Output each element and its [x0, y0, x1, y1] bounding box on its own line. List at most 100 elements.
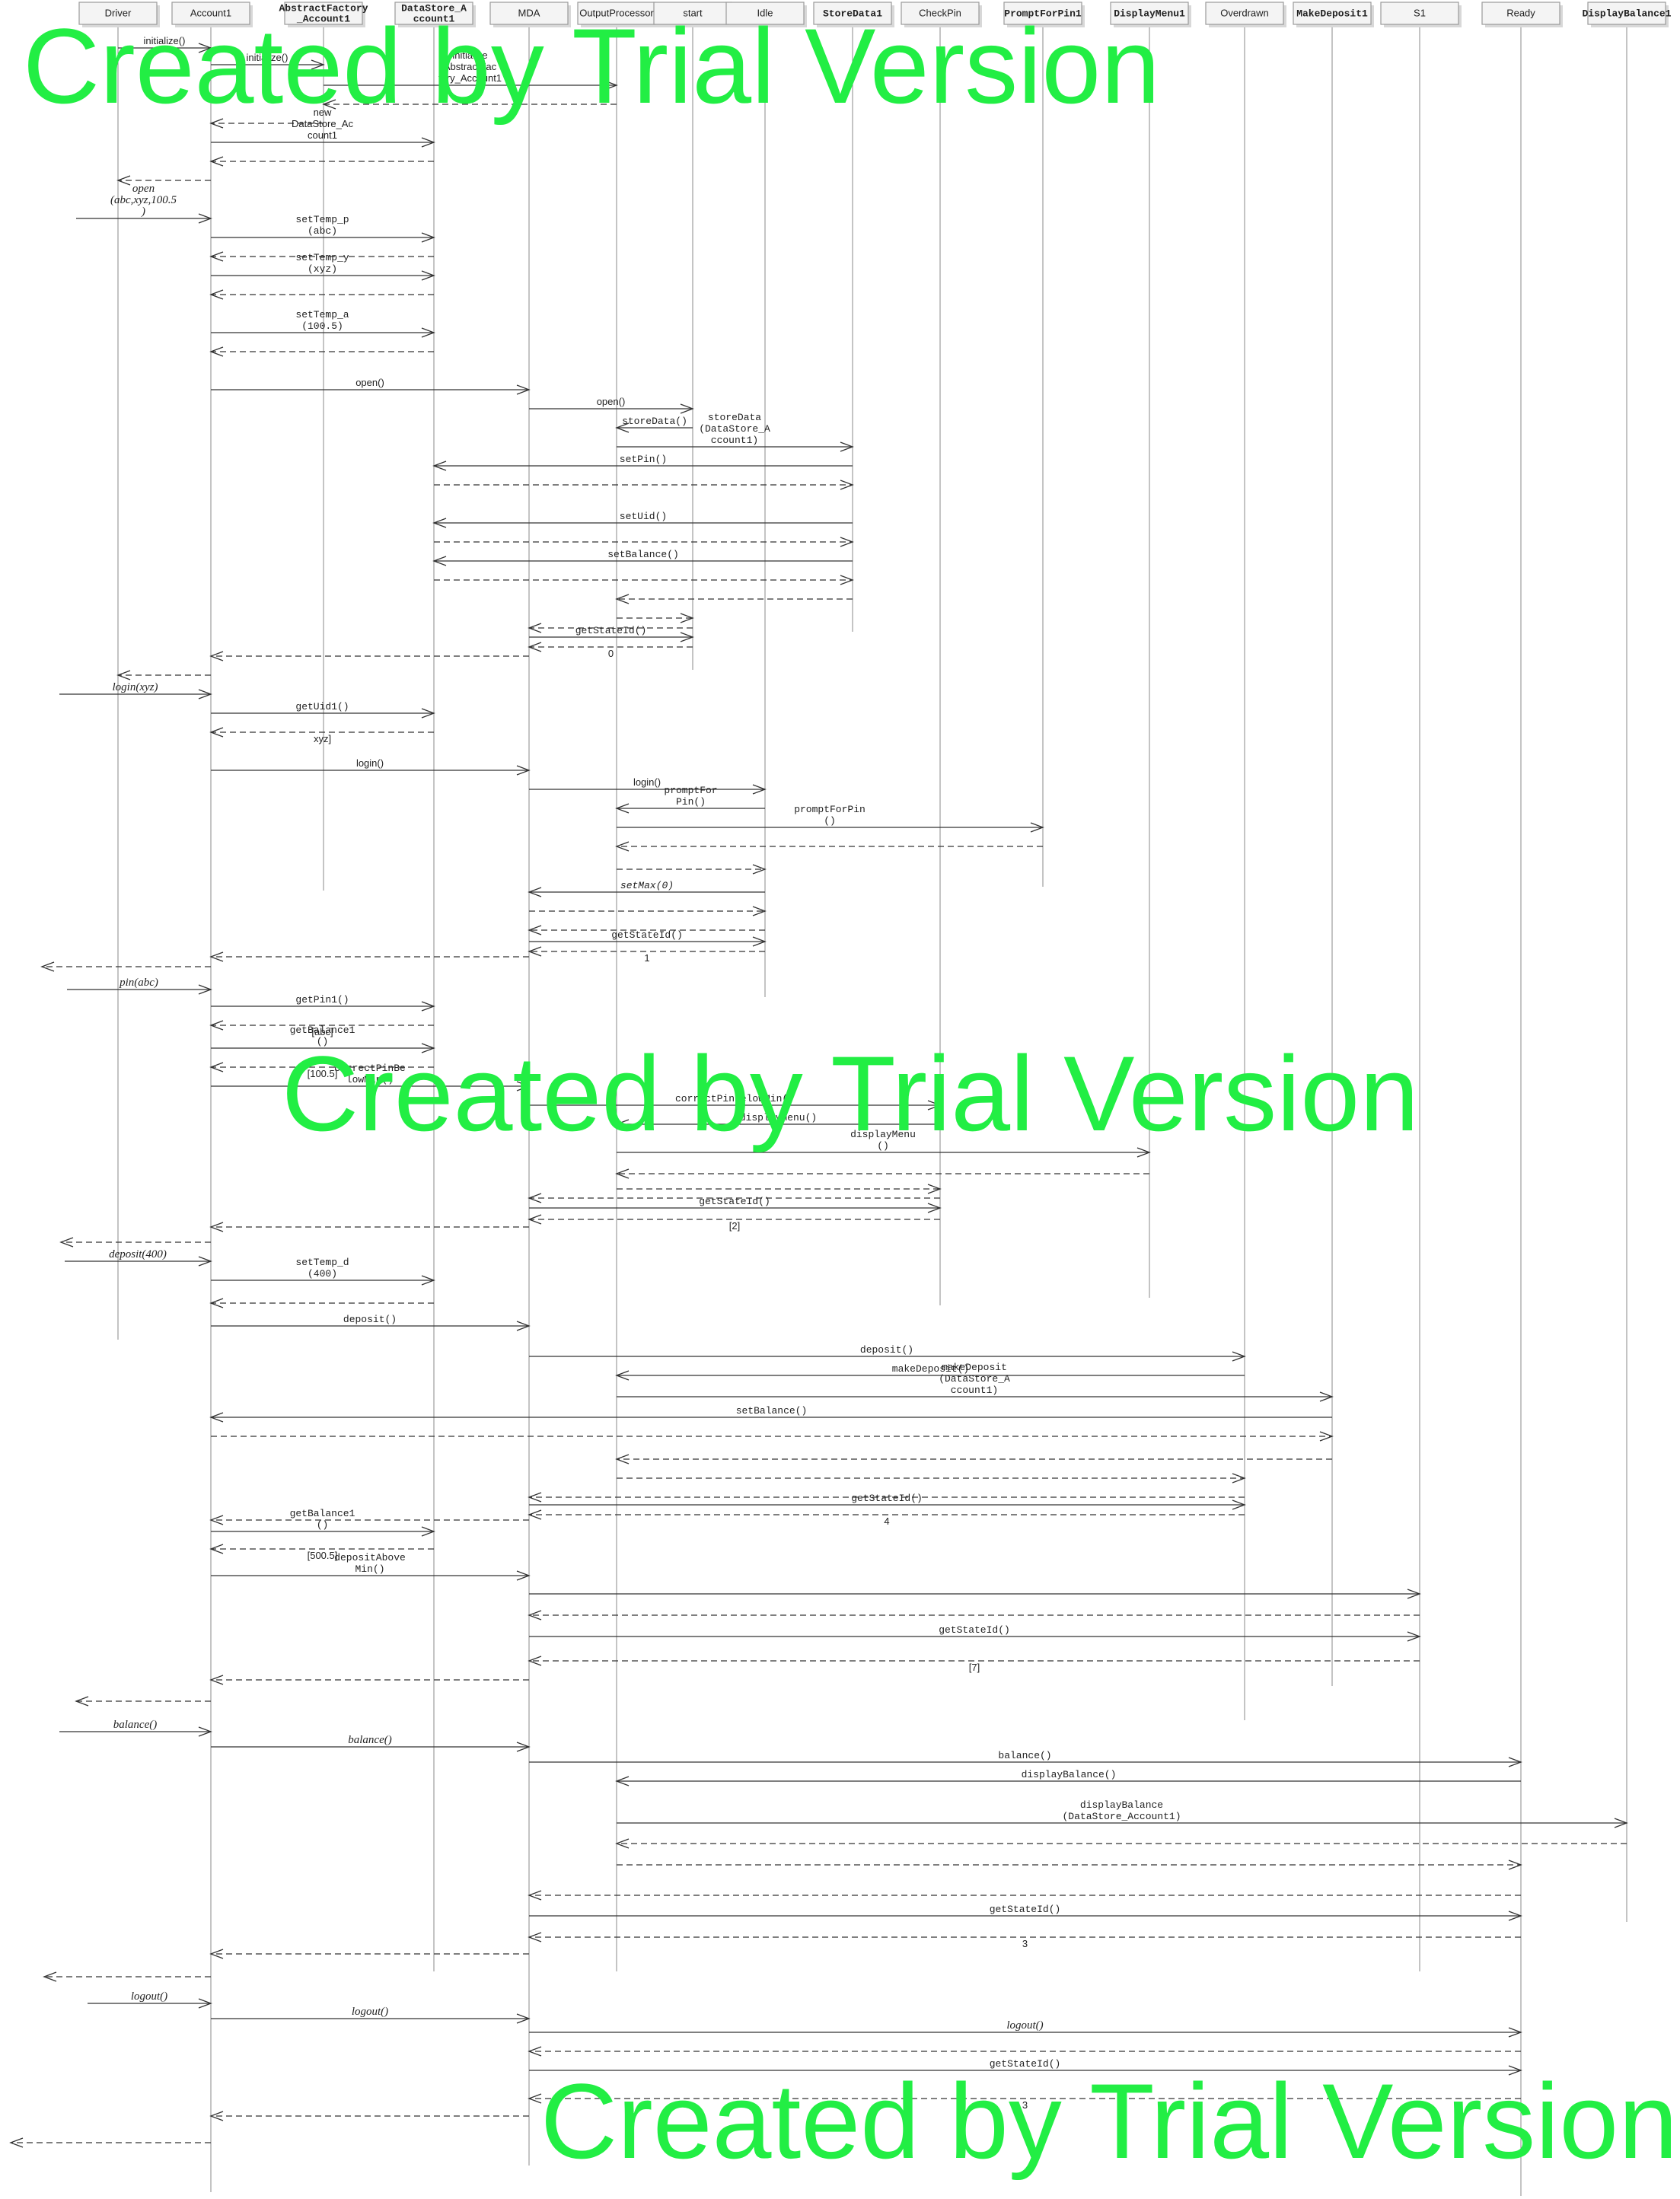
message-label: initialize() — [247, 52, 289, 63]
open-arrow-icon — [615, 1370, 630, 1381]
message-return — [528, 623, 693, 633]
lifeline-promptforpin1: PromptForPin1 — [1003, 2, 1085, 887]
message-call: open() — [211, 377, 531, 395]
lifeline-box[interactable] — [725, 2, 805, 25]
message-label: ccount1) — [711, 435, 758, 446]
message-call: promptForPin() — [615, 785, 765, 814]
message-call: open(abc,xyz,100.5) — [76, 183, 212, 224]
open-arrow-icon — [421, 1043, 435, 1053]
lifeline-box[interactable] — [1003, 2, 1082, 25]
message-label: getBalance1 — [290, 1508, 355, 1519]
lifeline-box[interactable] — [813, 2, 892, 25]
message-return — [211, 1431, 1334, 1442]
lifeline-label: DataStore_A — [401, 3, 467, 14]
lifeline-box[interactable] — [1205, 2, 1284, 25]
message-call: logout() — [529, 2019, 1522, 2038]
message-return — [528, 1890, 1521, 1901]
message-return — [615, 1838, 1627, 1849]
message-label: setTemp_a — [295, 309, 349, 320]
lifeline-box[interactable] — [1293, 2, 1372, 25]
message-return — [209, 651, 529, 661]
lifeline-box[interactable] — [1110, 2, 1189, 25]
open-arrow-icon — [516, 765, 531, 776]
lifeline-abstractfactory: AbstractFactory_Account1 — [279, 2, 368, 891]
message-call: deposit() — [529, 1344, 1246, 1362]
message-label: storeData — [708, 412, 761, 423]
open-arrow-icon — [198, 1256, 212, 1267]
message-label: open — [132, 183, 155, 195]
lifeline-box[interactable] — [653, 2, 732, 25]
open-arrow-icon — [840, 575, 854, 585]
trial-watermark: Created by Trial Version — [540, 2061, 1678, 2181]
open-arrow-icon — [198, 43, 212, 53]
lifeline-box[interactable] — [901, 2, 980, 25]
lifeline-mda: MDA — [489, 2, 571, 2166]
open-arrow-icon — [116, 670, 131, 680]
lifeline-box[interactable] — [1481, 2, 1560, 25]
message-call: logout() — [211, 2006, 531, 2024]
lifeline-box[interactable] — [284, 2, 363, 25]
open-arrow-icon — [9, 2137, 24, 2148]
open-arrow-icon — [209, 727, 224, 738]
message-label: setTemp_p — [295, 214, 349, 225]
open-arrow-icon — [615, 1776, 630, 1786]
message-call: setTemp_p(abc) — [211, 214, 435, 243]
open-arrow-icon — [1232, 1473, 1246, 1484]
lifeline-label: Overdrawn — [1220, 8, 1269, 19]
open-arrow-icon — [209, 156, 224, 167]
message-call: deposit() — [211, 1314, 531, 1331]
lifeline-box[interactable] — [78, 2, 158, 25]
message-return — [528, 925, 765, 935]
message-call: displayMenu() — [615, 1112, 940, 1130]
open-arrow-icon — [209, 1515, 224, 1525]
message-label: displayMenu — [850, 1129, 916, 1140]
message-label: DataStore_Ac — [292, 118, 353, 129]
message-label: [7] — [969, 1662, 980, 1673]
lifeline-label: S1 — [1414, 8, 1426, 19]
message-label: ) — [141, 206, 145, 218]
open-arrow-icon — [528, 1193, 542, 1203]
message-label: displayMenu() — [740, 1112, 817, 1123]
lifeline-s1: S1 — [1380, 2, 1462, 1971]
lifeline-box[interactable] — [394, 2, 473, 25]
message-return — [528, 2046, 1521, 2057]
message-return — [617, 613, 694, 623]
message-call: getStateId() — [529, 1904, 1522, 1921]
message-return — [209, 951, 529, 962]
open-arrow-icon — [615, 1119, 630, 1130]
lifeline-makedeposit1: MakeDeposit1 — [1293, 2, 1374, 1686]
message-label: open() — [355, 377, 384, 388]
lifeline-box[interactable] — [1380, 2, 1459, 25]
open-arrow-icon — [198, 1998, 212, 2009]
trial-watermark: Created by Trial Version — [23, 6, 1160, 126]
message-call: getStateId() — [529, 1624, 1421, 1642]
lifeline-box[interactable] — [1587, 2, 1666, 25]
message-return: 4 — [528, 1509, 1245, 1527]
lifeline-account1: Account1 — [171, 2, 253, 2192]
message-call: getBalance1() — [211, 1025, 435, 1053]
message-call: balance() — [211, 1734, 531, 1752]
message-label: (abc) — [308, 225, 337, 237]
message-return — [116, 670, 211, 680]
message-label: 3 — [1022, 1938, 1028, 1949]
lifeline-box[interactable] — [577, 2, 656, 25]
message-label: (DataStore_Account1) — [1062, 1811, 1181, 1822]
open-arrow-icon — [421, 1526, 435, 1537]
message-label: lowMin() — [346, 1074, 394, 1085]
message-return: 3 — [528, 2093, 1521, 2111]
open-arrow-icon — [322, 99, 336, 110]
lifeline-box[interactable] — [489, 2, 569, 25]
lifeline-ready: Ready — [1481, 2, 1563, 2196]
open-arrow-icon — [209, 251, 224, 262]
message-return — [209, 289, 434, 300]
open-arrow-icon — [680, 632, 694, 642]
message-return — [209, 118, 324, 129]
open-arrow-icon — [528, 887, 542, 897]
message-call: getBalance1() — [211, 1508, 435, 1537]
lifeline-label: Ready — [1506, 8, 1535, 19]
lifeline-box[interactable] — [171, 2, 250, 25]
lifeline-displaybalance1: DisplayBalance1 — [1582, 2, 1672, 1922]
message-return — [209, 251, 434, 262]
message-return — [615, 1454, 1332, 1464]
